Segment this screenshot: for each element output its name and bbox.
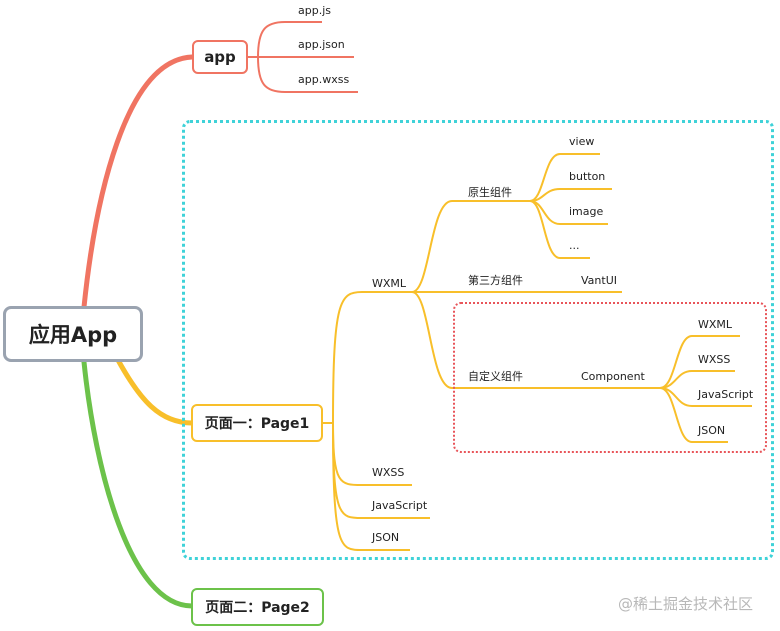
page1-node: 页面一：Page1 xyxy=(191,404,323,442)
native-item-ellipsis: ... xyxy=(569,239,580,252)
app-node: app xyxy=(192,40,248,74)
app-file-js: app.js xyxy=(298,4,331,17)
native-item-view: view xyxy=(569,135,595,148)
native-item-button: button xyxy=(569,170,606,183)
page1-javascript-label: JavaScript xyxy=(372,499,428,512)
component-item-json: JSON xyxy=(698,424,726,437)
branch-page2 xyxy=(81,359,195,609)
component-label: Component xyxy=(581,370,645,383)
branch-app xyxy=(81,54,195,310)
third-party-components-label: 第三方组件 xyxy=(468,274,523,287)
branch-page1 xyxy=(115,357,195,426)
watermark-text: @稀土掘金技术社区 xyxy=(618,595,754,613)
page1-json-label: JSON xyxy=(372,531,400,544)
vantui-label: VantUI xyxy=(581,274,617,287)
component-item-wxss: WXSS xyxy=(698,353,731,366)
page1-links xyxy=(323,153,752,551)
root-node: 应用App xyxy=(3,306,143,362)
wxml-label: WXML xyxy=(372,277,407,290)
page1-wxss-label: WXSS xyxy=(372,466,405,479)
component-item-wxml: WXML xyxy=(698,318,733,331)
page2-node: 页面二：Page2 xyxy=(191,588,324,626)
native-components-label: 原生组件 xyxy=(468,186,512,199)
app-file-json: app.json xyxy=(298,38,345,51)
component-item-javascript: JavaScript xyxy=(698,388,754,401)
page-region-outline xyxy=(182,120,774,560)
custom-component-region-outline xyxy=(453,302,767,453)
app-file-wxss: app.wxss xyxy=(298,73,350,86)
custom-components-label: 自定义组件 xyxy=(468,370,523,383)
app-file-links xyxy=(248,21,358,93)
native-item-image: image xyxy=(569,205,604,218)
